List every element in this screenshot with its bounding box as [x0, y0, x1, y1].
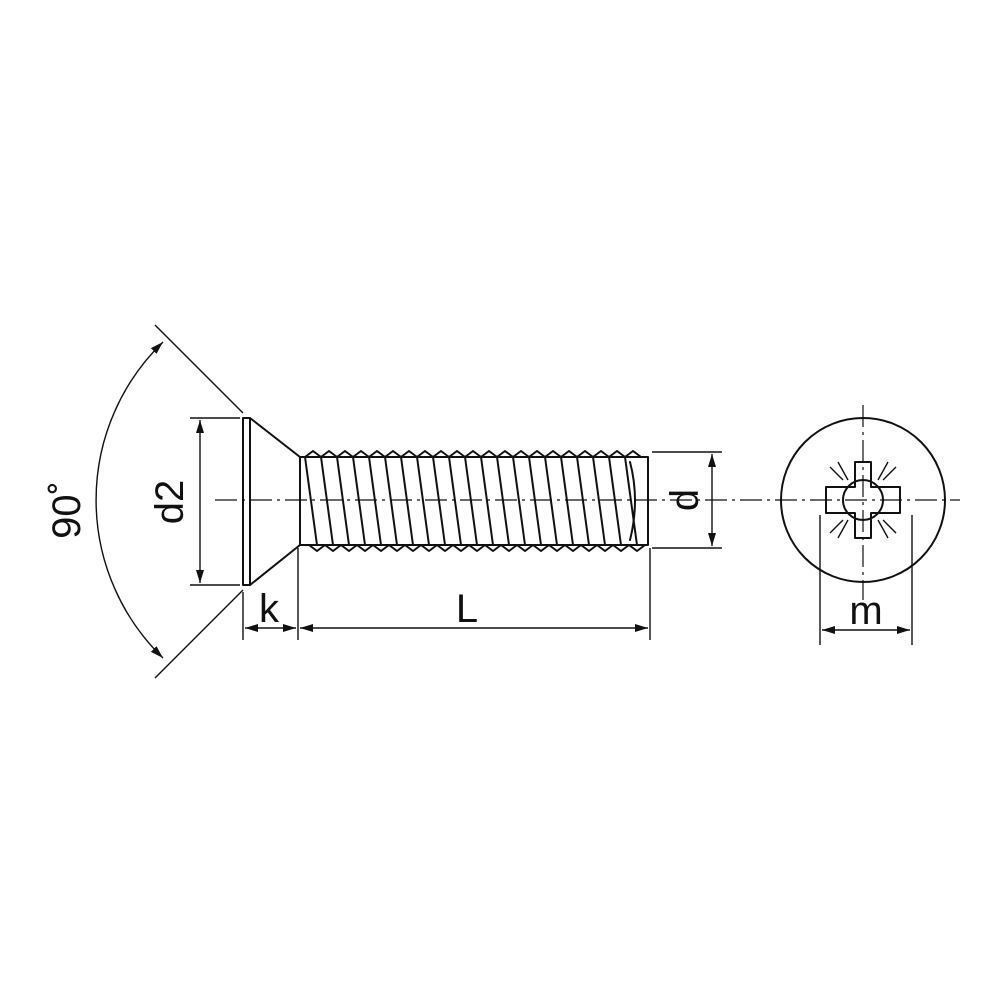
thread-diameter-dimension: d: [652, 451, 722, 549]
screw-side-view: [242, 417, 649, 586]
recess-width-label: m: [849, 589, 882, 633]
angle-dimension: 90˚: [45, 324, 244, 679]
pozidriv-head-top-view: m: [780, 405, 946, 645]
angle-label: 90˚: [45, 481, 89, 539]
head-height-label: k: [259, 587, 280, 631]
length-dimensions: k L: [242, 548, 651, 640]
head-diameter-dimension: d2: [148, 417, 240, 586]
thread-lines: [304, 450, 646, 552]
head-circle: [780, 417, 946, 583]
screw-head: [242, 417, 301, 586]
thread-crests: [304, 450, 646, 552]
pozidriv-recess-icon: [825, 461, 901, 539]
length-label: L: [456, 587, 478, 631]
screw-tip: [629, 461, 649, 541]
thread-diameter-label: d: [663, 489, 707, 511]
head-diameter-label: d2: [148, 480, 192, 525]
